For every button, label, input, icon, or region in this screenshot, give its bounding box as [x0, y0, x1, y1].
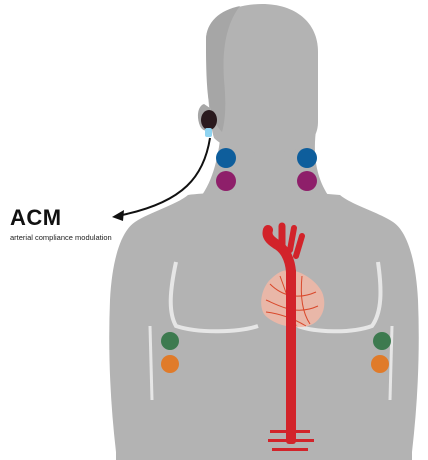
neck-sensor-right-blue — [297, 148, 317, 168]
left-arm-line — [150, 326, 152, 400]
neck-sensor-left-blue — [216, 148, 236, 168]
earpiece-icon — [201, 110, 217, 130]
arrow-head-icon — [112, 210, 124, 221]
acm-subtitle: arterial compliance modulation — [10, 233, 112, 242]
side-sensor-left-orange — [161, 355, 179, 373]
acm-title: ACM — [10, 207, 62, 229]
side-sensor-right-orange — [371, 355, 389, 373]
side-sensor-left-green — [161, 332, 179, 350]
neck-sensor-left-purple — [216, 171, 236, 191]
earpiece-light-icon — [205, 128, 212, 137]
neck-sensor-right-purple — [297, 171, 317, 191]
right-arm-line — [390, 326, 392, 400]
carotid-branch — [290, 228, 294, 250]
side-sensor-right-green — [373, 332, 391, 350]
